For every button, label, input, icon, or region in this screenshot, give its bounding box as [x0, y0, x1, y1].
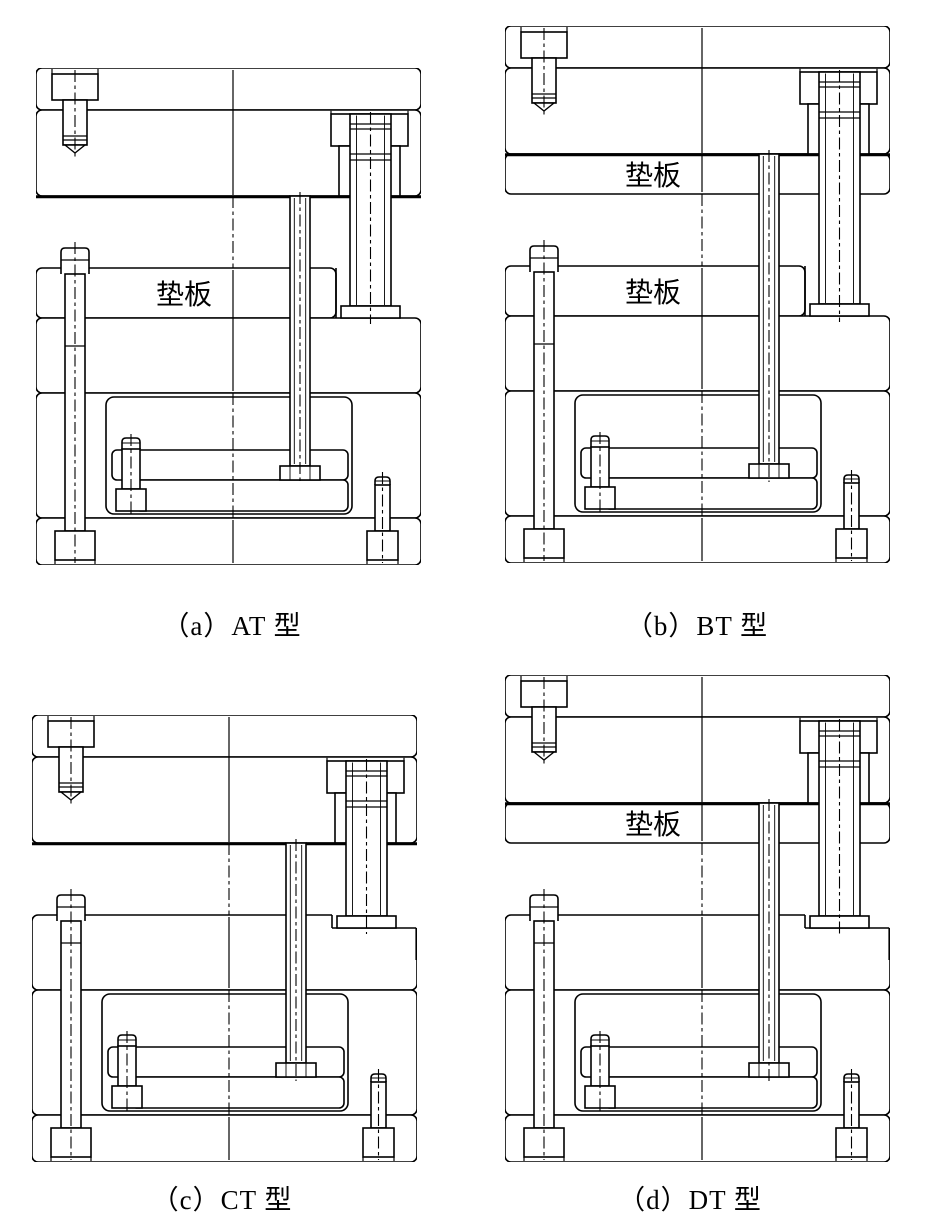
top-cap-screw — [520, 676, 568, 765]
right-bottom-screw — [835, 1069, 868, 1161]
mold-panel-d: 垫板 — [504, 674, 893, 1167]
mold-panel-b: 垫板垫板 — [504, 25, 891, 568]
mold-diagram-d: 垫板 — [504, 674, 893, 1163]
cavity-screw — [115, 434, 147, 515]
guide-bushing-post — [330, 110, 409, 324]
center-punch — [275, 839, 317, 1081]
left-long-screw — [50, 889, 92, 1161]
top-cap-screw — [51, 69, 99, 158]
right-bottom-screw — [366, 472, 399, 564]
labels-upper: 垫板 — [625, 160, 681, 192]
top-cap-screw — [47, 716, 95, 805]
top-cap-screw — [520, 27, 568, 116]
pad-label-upper: 垫板 — [625, 809, 681, 841]
cavity-screw — [584, 432, 616, 513]
labels-lower: 垫板 — [625, 277, 681, 309]
caption-a: （a）AT 型 — [162, 611, 302, 641]
left-long-screw — [54, 242, 96, 564]
caption-b: （b）BT 型 — [625, 611, 769, 641]
guide-bushing-post — [326, 757, 405, 934]
pad-label-upper: 垫板 — [625, 160, 681, 192]
left-long-screw — [523, 889, 565, 1161]
center-punch — [279, 192, 321, 484]
mold-diagram-c — [31, 714, 420, 1163]
die-cavity — [574, 394, 822, 513]
cavity-screw — [584, 1031, 616, 1112]
caption-c: （c）CT 型 — [151, 1185, 293, 1215]
guide-bushing-post — [799, 717, 878, 934]
center-punch — [748, 150, 790, 482]
guide-bushing-post — [799, 68, 878, 322]
left-long-screw — [523, 240, 565, 562]
caption-d: （d）DT 型 — [618, 1185, 762, 1215]
pad-label-lower: 垫板 — [156, 279, 212, 311]
center-punch — [748, 799, 790, 1081]
labels-lower: 垫板 — [156, 279, 212, 311]
pad-label-lower: 垫板 — [625, 277, 681, 309]
mold-panel-c — [31, 714, 420, 1167]
mold-diagram-a: 垫板 — [35, 67, 422, 566]
right-bottom-screw — [362, 1069, 395, 1161]
cavity-screw — [111, 1031, 143, 1112]
labels-upper: 垫板 — [625, 809, 681, 841]
right-bottom-screw — [835, 470, 868, 562]
mold-panel-a: 垫板 — [35, 67, 422, 570]
